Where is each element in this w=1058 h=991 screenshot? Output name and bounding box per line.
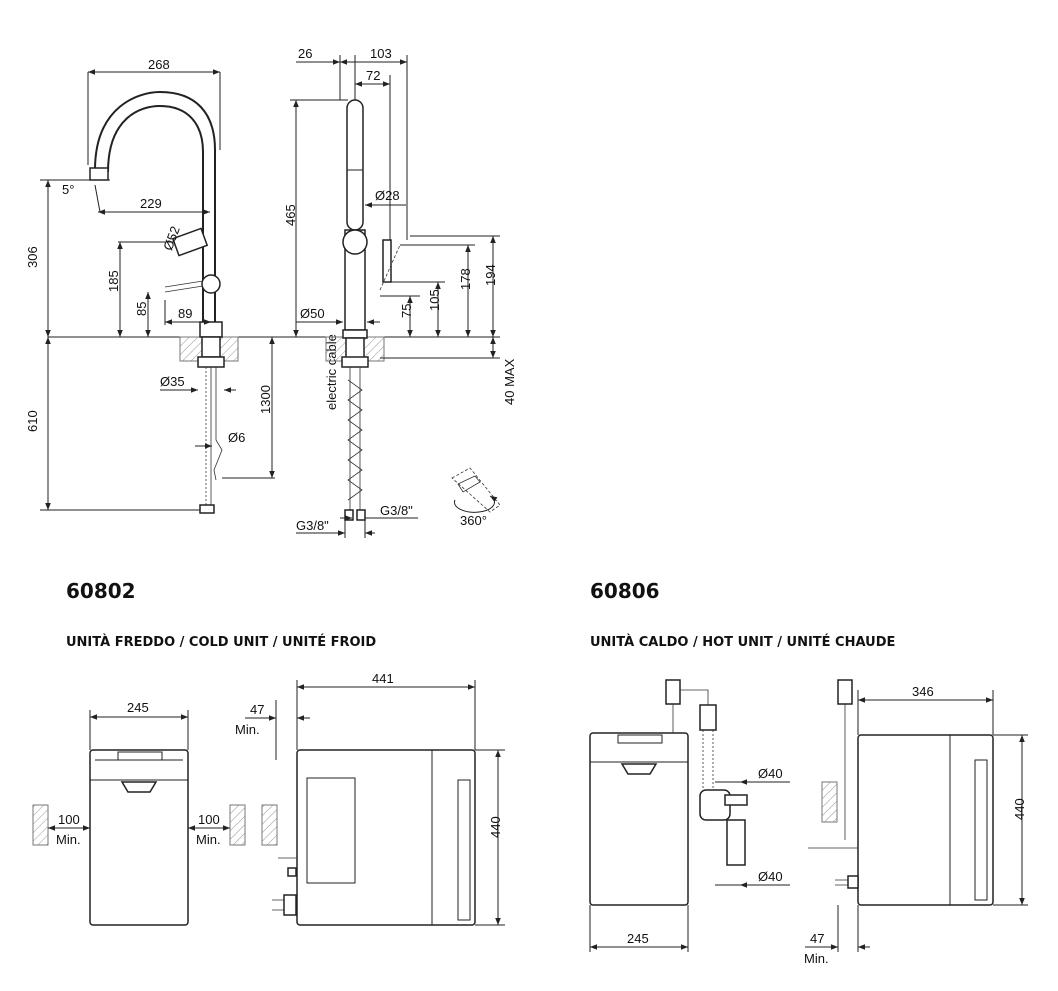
siphon-outlet — [726, 819, 746, 866]
lever-knob — [201, 274, 221, 294]
hot-pipe — [672, 689, 709, 733]
hot-valve — [665, 679, 681, 705]
dim-85: 85 — [134, 302, 149, 316]
spout-outer — [94, 90, 216, 330]
cold-clear-right: 100 — [198, 812, 220, 827]
dim-26: 26 — [298, 46, 312, 61]
hot-dim-346: 346 — [912, 684, 934, 699]
dim-g38-right: G3/8" — [380, 503, 413, 518]
dim-465: 465 — [283, 204, 298, 226]
dim-185: 185 — [106, 270, 121, 292]
cold-unit-side: 47 Min. 441 440 — [235, 671, 505, 926]
dim-72: 72 — [366, 68, 380, 83]
hot-fitting — [699, 704, 717, 731]
hot-dim-245: 245 — [627, 931, 649, 946]
rotation-label: 360° — [460, 513, 487, 528]
hoses-side — [349, 367, 361, 510]
hot-dim-440: 440 — [1012, 798, 1027, 820]
hot-cabinet — [589, 732, 689, 906]
cold-clear-right-min: Min. — [196, 832, 221, 847]
cold-cabinet — [89, 749, 189, 926]
dim-40max: 40 MAX — [502, 358, 517, 405]
cold-handle — [120, 781, 158, 793]
shank — [201, 336, 221, 358]
hot-handle — [171, 227, 209, 257]
hot-dia40-bottom: Ø40 — [758, 869, 783, 884]
dim-105: 105 — [427, 289, 442, 311]
base-side — [342, 329, 368, 339]
hot-side-cabinet — [857, 734, 994, 906]
cold-clear-left-min: Min. — [56, 832, 81, 847]
dim-dia35: Ø35 — [160, 374, 185, 389]
cold-dim-245: 245 — [127, 700, 149, 715]
hot-flex-hose — [702, 730, 714, 790]
dim-103: 103 — [370, 46, 392, 61]
wall-right — [229, 804, 246, 846]
electric-cable — [213, 367, 223, 481]
dim-89: 89 — [178, 306, 192, 321]
dim-dia6: Ø6 — [228, 430, 245, 445]
cold-clear-left: 100 — [58, 812, 80, 827]
hot-wall — [821, 781, 838, 823]
lever-side — [382, 239, 392, 283]
hot-unit-side: 346 440 47 Min. — [804, 679, 1028, 966]
siphon-top — [724, 794, 748, 806]
dim-1300: 1300 — [258, 385, 273, 414]
cold-dim-440: 440 — [488, 816, 503, 838]
dim-306: 306 — [25, 246, 40, 268]
dim-178: 178 — [458, 268, 473, 290]
dim-194: 194 — [483, 264, 498, 286]
lever-arm — [164, 285, 204, 293]
cold-subtitle: UNITÀ FREDDO / COLD UNIT / UNITÉ FROID — [66, 634, 376, 650]
dim-610: 610 — [25, 410, 40, 432]
fitting-right — [356, 509, 366, 521]
spout-nozzle — [89, 167, 109, 181]
cold-dim-441: 441 — [372, 671, 394, 686]
wall-back — [261, 804, 278, 846]
faucet-front-view: 268 306 5° 229 Ø52 185 85 89 Ø35 610 Ø6 … — [25, 57, 500, 514]
dim-dia50: Ø50 — [300, 306, 325, 321]
lock-nut — [197, 356, 225, 368]
cold-code: 60802 — [66, 579, 136, 603]
dim-g38-left: G3/8" — [296, 518, 329, 533]
hot-handle — [620, 763, 658, 775]
hose-fitting — [199, 504, 215, 514]
hot-code: 60806 — [590, 579, 660, 603]
hot-subtitle: UNITÀ CALDO / HOT UNIT / UNITÉ CHAUDE — [590, 634, 895, 650]
spout-side — [346, 99, 364, 231]
shank-side — [345, 337, 365, 359]
hot-side-valve — [837, 679, 853, 705]
cold-side-cabinet — [296, 749, 476, 926]
faucet-base — [199, 321, 223, 338]
wall-left — [32, 804, 49, 846]
dim-5deg: 5° — [62, 182, 74, 197]
dim-268: 268 — [148, 57, 170, 72]
dim-229: 229 — [140, 196, 162, 211]
faucet-side-view: 26 103 72 Ø28 465 Ø50 75 105 178 194 40 … — [283, 46, 517, 538]
hot-dim-47-min: Min. — [804, 951, 829, 966]
cold-dim-47-min: Min. — [235, 722, 260, 737]
spout-inner — [107, 104, 204, 330]
cold-side-panel — [306, 777, 356, 884]
hot-unit-front: Ø40 Ø40 245 — [589, 679, 790, 952]
cold-unit-front: 245 100 Min. 100 Min. — [32, 700, 246, 926]
lever-arm-2 — [164, 280, 204, 288]
handle-side — [342, 229, 368, 255]
dim-dia28: Ø28 — [375, 188, 400, 203]
dim-75: 75 — [399, 304, 414, 318]
rotation-360-icon — [451, 467, 501, 513]
nut-side — [341, 356, 369, 368]
hot-dia40-top: Ø40 — [758, 766, 783, 781]
hot-dim-47: 47 — [810, 931, 824, 946]
cold-dim-47: 47 — [250, 702, 264, 717]
